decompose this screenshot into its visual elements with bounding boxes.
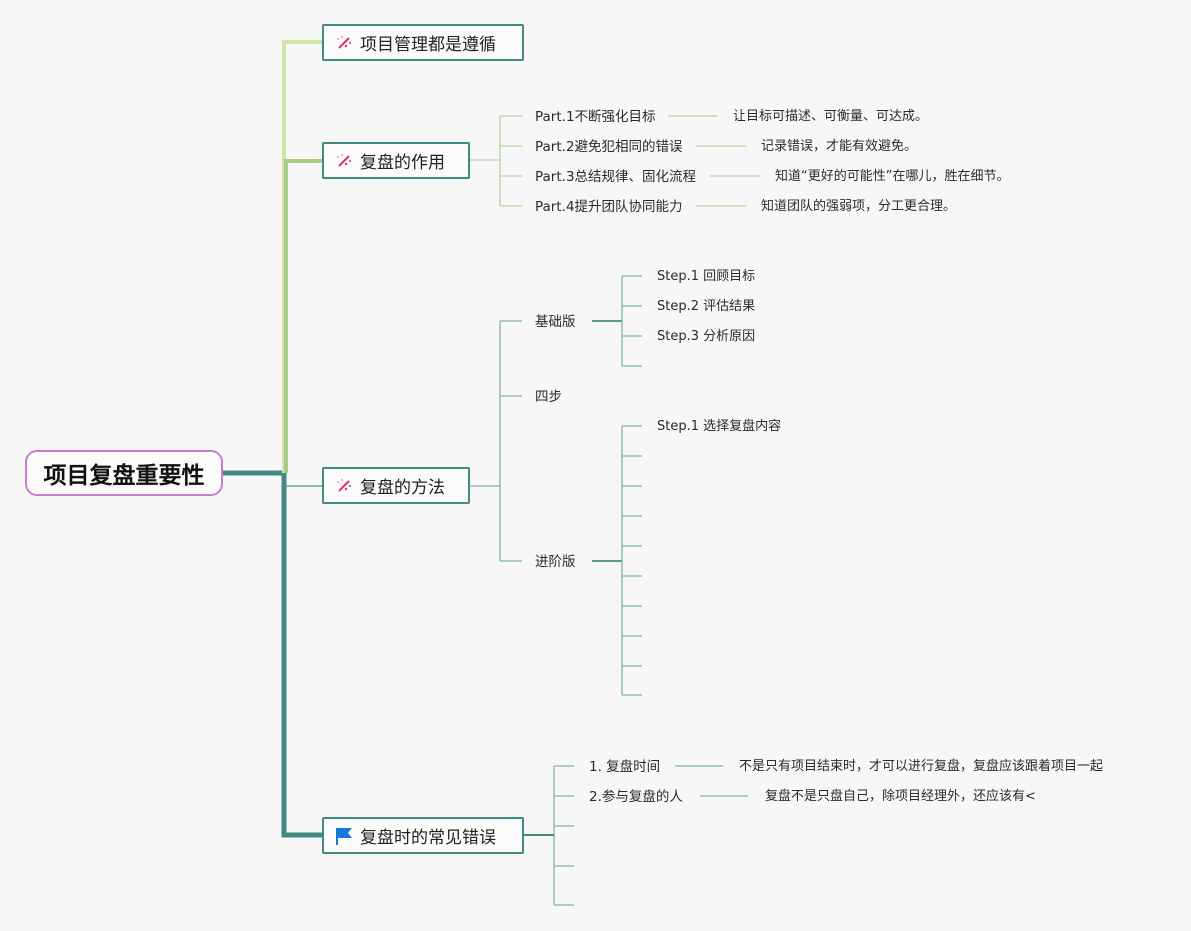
branch-topic-4 [281, 473, 322, 838]
topic-role-of-review[interactable]: 复盘的作用 [322, 142, 470, 179]
topic-label: 复盘的作用 [360, 153, 445, 173]
sparkle-wand-icon [334, 476, 354, 496]
branch-topic-3 [283, 473, 322, 487]
topic-project-management[interactable]: 项目管理都是遵循 [322, 24, 524, 61]
role-part-1[interactable]: Part.1不断强化目标 [535, 109, 656, 125]
role-part-3[interactable]: Part.3总结规律、固化流程 [535, 169, 697, 185]
root-topic[interactable]: 项目复盘重要性 [25, 450, 223, 496]
topic-common-mistakes[interactable]: 复盘时的常见错误 [322, 817, 524, 854]
mistake-2-note[interactable]: 复盘不是只盘自己，除项目经理外，还应该有< [765, 789, 1036, 804]
sparkle-wand-icon [334, 33, 354, 53]
topic-label: 项目管理都是遵循 [360, 35, 496, 55]
mistake-2[interactable]: 2.参与复盘的人 [589, 789, 683, 805]
topic-label: 复盘时的常见错误 [360, 828, 496, 848]
topic-review-method[interactable]: 复盘的方法 [322, 467, 470, 504]
role-part-2-note[interactable]: 记录错误，才能有效避免。 [761, 139, 918, 154]
role-part-2[interactable]: Part.2避免犯相同的错误 [535, 139, 683, 155]
blue-flag-icon [334, 826, 354, 846]
branch-topic-1 [282, 40, 322, 473]
basic-step-3[interactable]: Step.3 分析原因 [657, 329, 756, 344]
role-part-1-note[interactable]: 让目标可描述、可衡量、可达成。 [733, 109, 929, 124]
role-connectors [470, 115, 760, 207]
role-part-3-note[interactable]: 知道“更好的可能性”在哪儿，胜在细节。 [775, 169, 1010, 184]
topic-label: 复盘的方法 [360, 478, 445, 498]
sparkle-wand-icon [334, 151, 354, 171]
basic-step-1[interactable]: Step.1 回顾目标 [657, 269, 756, 284]
method-basic[interactable]: 基础版 [535, 314, 576, 330]
branch-topic-2 [284, 159, 322, 473]
mistake-connectors [524, 765, 748, 906]
role-part-4-note[interactable]: 知道团队的强弱项，分工更合理。 [761, 199, 957, 214]
mistake-1[interactable]: 1. 复盘时间 [589, 759, 661, 775]
advanced-step-1[interactable]: Step.1 选择复盘内容 [657, 419, 782, 434]
role-part-4[interactable]: Part.4提升团队协同能力 [535, 199, 683, 215]
method-connectors [470, 275, 642, 696]
method-four-steps[interactable]: 四步 [535, 389, 562, 405]
method-advanced[interactable]: 进阶版 [535, 554, 576, 570]
basic-step-2[interactable]: Step.2 评估结果 [657, 299, 756, 314]
mistake-1-note[interactable]: 不是只有项目结束时，才可以进行复盘，复盘应该跟着项目一起 [739, 759, 1104, 774]
